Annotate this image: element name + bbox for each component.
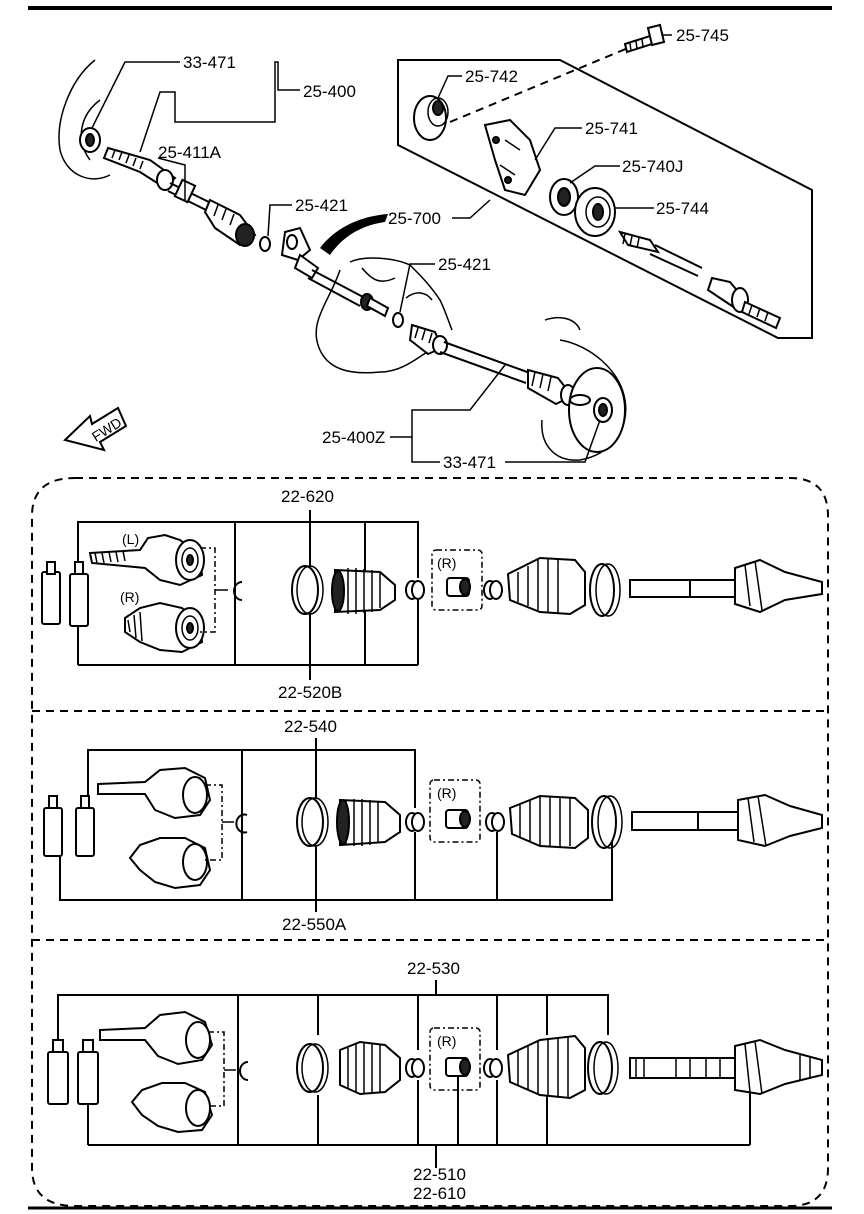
label-22-610: 22-610 <box>413 1184 466 1203</box>
mark-r-spacer-2: (R) <box>437 785 456 801</box>
intermediate-yoke <box>280 226 390 318</box>
label-25-744: 25-744 <box>656 199 709 218</box>
mark-l: (L) <box>122 531 139 547</box>
label-25-740j: 25-740J <box>622 157 683 176</box>
left-drive-shaft-25-400 <box>102 146 257 247</box>
label-25-742: 25-742 <box>465 67 518 86</box>
label-25-411a: 25-411A <box>158 143 222 162</box>
label-33-471-b: 33-471 <box>443 453 496 472</box>
label-25-400: 25-400 <box>303 82 356 101</box>
label-22-540: 22-540 <box>284 717 337 736</box>
mark-r-joint: (R) <box>120 589 139 605</box>
panel-2-right-shaft: (R) 22-540 22-550A <box>43 717 823 934</box>
fwd-arrow: FWD <box>63 406 128 452</box>
circlip-25-421-b <box>392 312 404 328</box>
label-22-530: 22-530 <box>407 959 460 978</box>
label-25-400z: 25-400Z <box>322 428 385 447</box>
label-22-620: 22-620 <box>281 487 334 506</box>
boot-band-22-620 <box>291 565 319 615</box>
bolt-25-745 <box>623 23 666 54</box>
mark-r-spacer: (R) <box>437 555 456 571</box>
label-25-741: 25-741 <box>585 119 638 138</box>
boot-22-520b <box>331 568 396 614</box>
outer-joint-left <box>88 533 205 587</box>
label-25-421-b: 25-421 <box>438 255 491 274</box>
circlip-25-421-a <box>259 236 271 252</box>
direction-arrow-black <box>320 214 388 255</box>
exploded-views-frame <box>31 477 829 1207</box>
label-25-745: 25-745 <box>676 26 729 45</box>
label-33-471-a: 33-471 <box>183 53 236 72</box>
outer-joint-right <box>124 601 205 654</box>
label-25-700: 25-700 <box>388 209 441 228</box>
left-wheel-hub <box>58 59 111 180</box>
label-22-550a: 22-550A <box>282 915 347 934</box>
label-25-421-a: 25-421 <box>295 196 348 215</box>
top-assembly: FWD 33-471 25-400 25-411A 25-421 25-421 … <box>58 23 813 472</box>
panel-1-left-shaft: (L) (R) (R) 22-620 22-520B <box>41 487 823 702</box>
panel-3-shaft: (R) 22-530 22-510 22-610 <box>47 959 823 1203</box>
c-clip <box>233 581 243 601</box>
bearing-kit-box-25-700 <box>397 47 813 339</box>
mark-r-spacer-3: (R) <box>437 1033 456 1049</box>
label-22-520b: 22-520B <box>278 683 342 702</box>
right-drive-shaft-25-400z <box>408 323 576 406</box>
label-22-510: 22-510 <box>413 1165 466 1184</box>
